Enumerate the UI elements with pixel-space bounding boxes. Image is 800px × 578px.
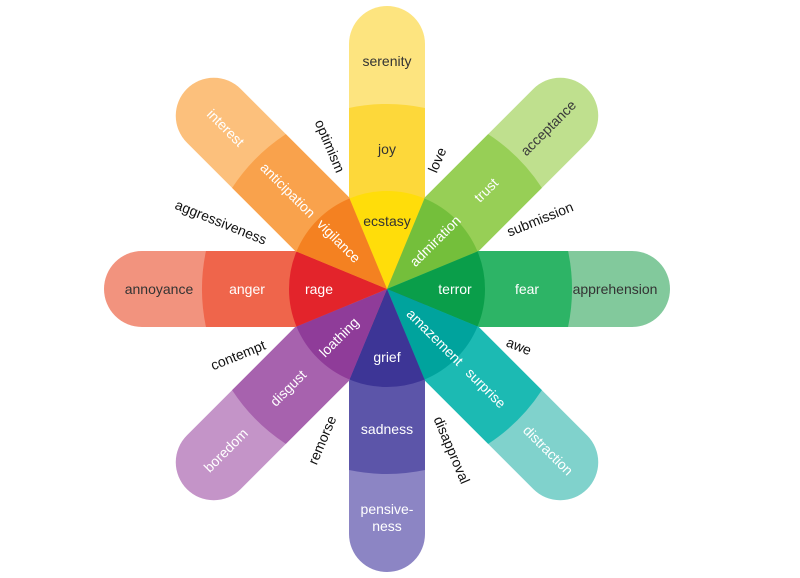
emotion-label-middle: fear [515, 281, 539, 297]
inner-wedge-rage [289, 251, 387, 327]
inner-wedge-amazement [387, 289, 478, 380]
dyad-label: love [425, 145, 450, 175]
inner-circle [289, 190, 485, 387]
dyad-label: remorse [305, 413, 340, 467]
emotion-label-inner: ecstasy [363, 213, 410, 229]
dyad-label: disapproval [431, 414, 474, 486]
emotion-label-outer: apprehension [573, 281, 658, 297]
inner-wedge-ecstasy [349, 190, 425, 289]
emotion-label-outer: annoyance [125, 281, 194, 297]
emotion-label-inner: grief [373, 349, 400, 365]
emotion-label-outer: pensive-ness [361, 501, 414, 534]
inner-wedge-admiration [387, 198, 478, 289]
dyad-label: awe [504, 334, 534, 359]
inner-wedge-loathing [296, 289, 387, 380]
emotion-label-inner: terror [438, 281, 472, 297]
inner-wedge-grief [349, 289, 425, 387]
emotion-label-middle: sadness [361, 421, 413, 437]
inner-wedge-terror [387, 251, 485, 327]
inner-wedge-vigilance [296, 198, 387, 289]
emotion-label-middle: anger [229, 281, 265, 297]
emotion-label-middle: joy [377, 141, 396, 157]
emotion-label-inner: rage [305, 281, 333, 297]
emotion-label-outer: serenity [362, 53, 411, 69]
